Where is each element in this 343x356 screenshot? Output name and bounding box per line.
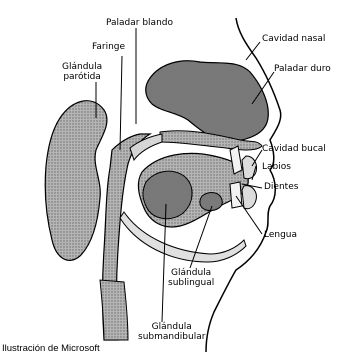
label-paladar-duro: Paladar duro bbox=[274, 64, 331, 74]
label-glandula-sublingual: Glándula sublingual bbox=[168, 268, 214, 288]
image-caption: Ilustración de Microsoft bbox=[2, 343, 100, 354]
label-cavidad-bucal: Cavidad bucal bbox=[262, 144, 326, 154]
label-glandula-sublingual-line2: sublingual bbox=[168, 278, 214, 288]
label-glandula-parotida-line1: Glándula bbox=[62, 62, 102, 72]
label-glandula-submandibular: Glándula submandibular bbox=[138, 322, 205, 342]
lower-lip-shape bbox=[242, 186, 256, 209]
parotid-gland-shape bbox=[45, 101, 107, 261]
submandibular-gland-shape bbox=[143, 171, 192, 218]
label-glandula-submandibular-line1: Glándula bbox=[138, 322, 205, 332]
label-cavidad-nasal: Cavidad nasal bbox=[262, 34, 325, 44]
label-glandula-parotida: Glándula parótida bbox=[62, 62, 102, 82]
label-dientes: Dientes bbox=[264, 182, 298, 192]
lower-teeth-shape bbox=[230, 182, 242, 208]
label-faringe: Faringe bbox=[92, 42, 125, 52]
label-glandula-parotida-line2: parótida bbox=[62, 72, 102, 82]
nasal-cavity-shape bbox=[146, 61, 269, 142]
label-glandula-sublingual-line1: Glándula bbox=[168, 268, 214, 278]
label-paladar-blando: Paladar blando bbox=[106, 18, 173, 28]
lips-shape bbox=[242, 156, 257, 179]
label-labios: Labios bbox=[262, 162, 291, 172]
label-glandula-submandibular-line2: submandibular bbox=[138, 332, 205, 342]
neck-shape bbox=[100, 280, 128, 340]
label-lengua: Lengua bbox=[264, 230, 297, 240]
